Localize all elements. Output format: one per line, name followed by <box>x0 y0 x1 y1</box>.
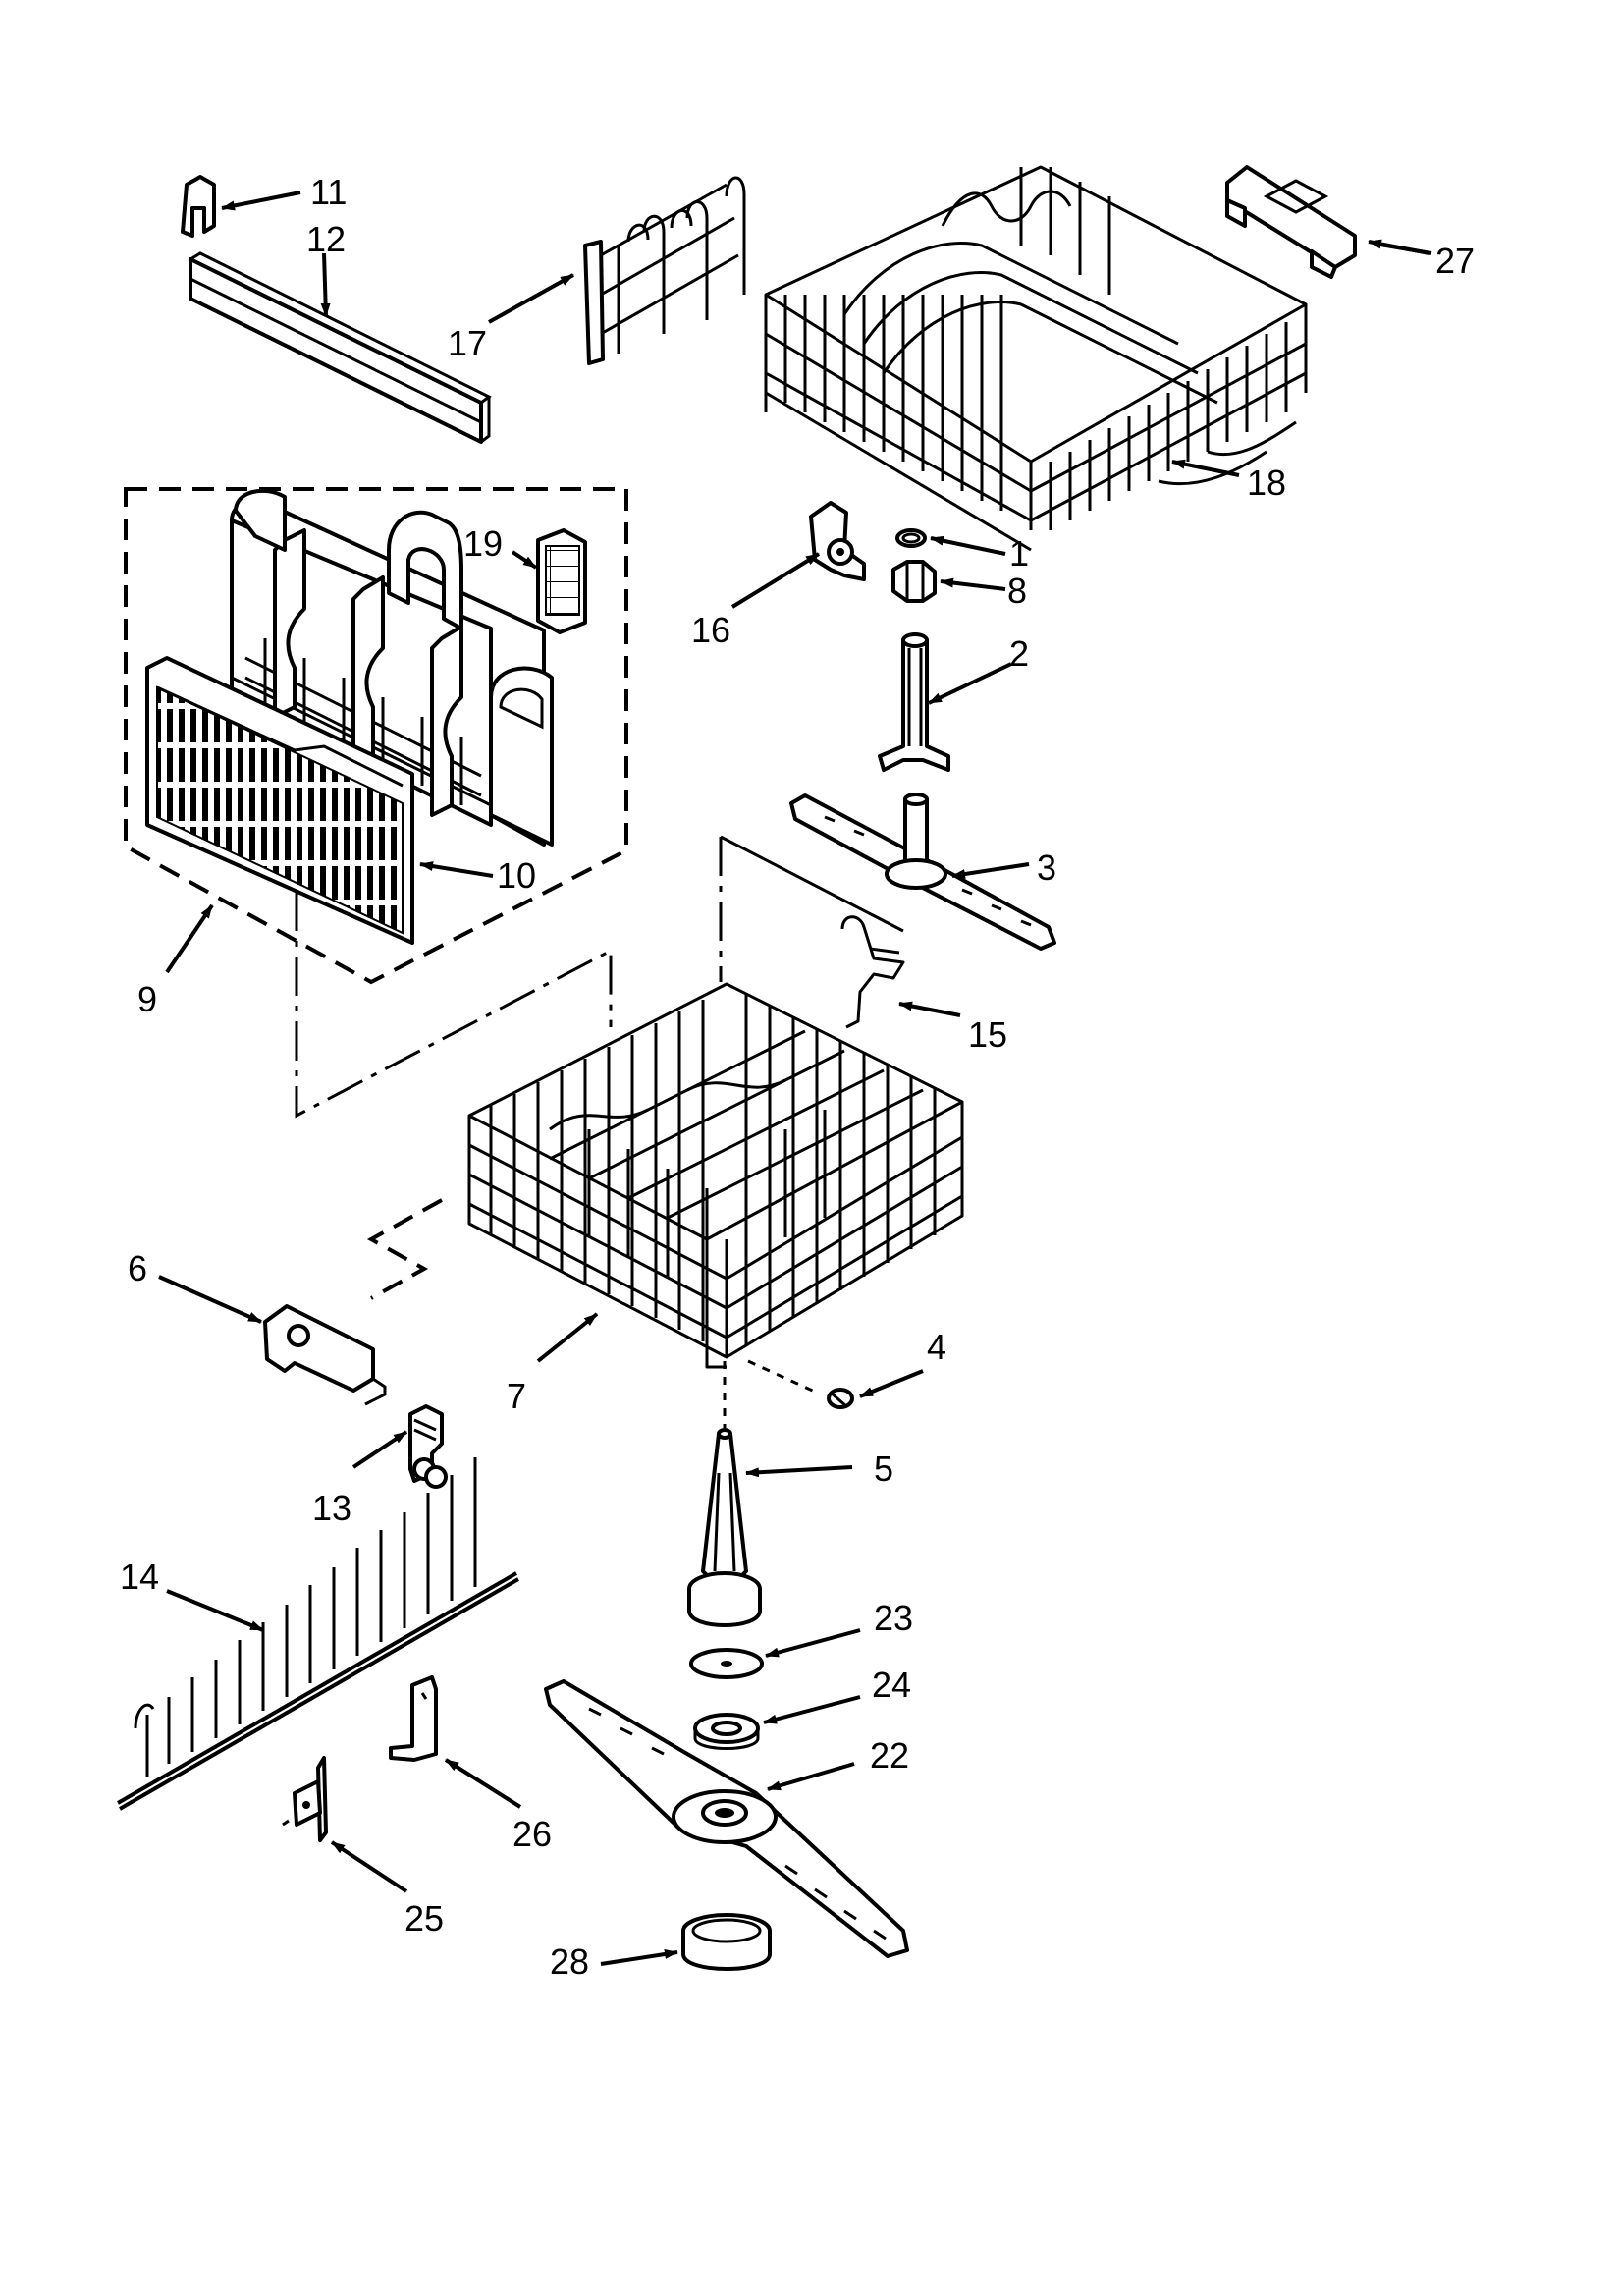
label-9: 9 <box>137 979 157 1019</box>
label-7: 7 <box>507 1376 526 1416</box>
label-4: 4 <box>927 1327 946 1367</box>
label-2: 2 <box>1009 633 1029 674</box>
part-17-tine-row <box>583 176 746 365</box>
label-13: 13 <box>312 1488 351 1528</box>
label-19: 19 <box>463 523 503 564</box>
label-1: 1 <box>1009 533 1029 574</box>
part-15-wire-clip <box>840 915 905 1029</box>
label-26: 26 <box>512 1814 552 1854</box>
part-9-silverware-basket-assembly <box>124 487 628 985</box>
part-8-nut <box>891 560 937 603</box>
part-13-roller <box>408 1404 448 1489</box>
part-2-feed-tube <box>878 632 950 772</box>
label-8: 8 <box>1007 571 1027 611</box>
part-3-upper-spray-arm <box>789 793 1056 951</box>
part-5-spray-manifold <box>687 1428 762 1627</box>
label-28: 28 <box>550 1941 589 1982</box>
label-24: 24 <box>872 1665 911 1705</box>
part-25-clip <box>282 1756 328 1842</box>
part-14-tine-strip <box>117 1457 519 1811</box>
part-22-lower-spray-arm <box>544 1679 909 1958</box>
part-28-filter-ring <box>681 1913 772 1971</box>
part-4-cap <box>827 1388 854 1409</box>
label-16: 16 <box>691 610 730 650</box>
part-12-rail <box>189 251 492 444</box>
part-7-lower-rack <box>467 982 964 1369</box>
label-14: 14 <box>120 1557 159 1597</box>
label-12: 12 <box>306 219 346 259</box>
part-23-washer <box>689 1648 764 1679</box>
label-6: 6 <box>128 1248 147 1288</box>
part-4-guide-line <box>747 1359 818 1394</box>
part-19-basket-lid <box>536 528 587 634</box>
part-6-wheel-bracket <box>263 1304 387 1406</box>
label-3: 3 <box>1037 847 1056 888</box>
assembly-guide-lines <box>295 835 904 1300</box>
part-24-bearing-ring <box>693 1713 760 1750</box>
part-1-o-ring <box>895 528 927 548</box>
part-16-bracket <box>809 501 866 581</box>
label-18: 18 <box>1247 463 1286 503</box>
label-5: 5 <box>874 1449 893 1489</box>
label-11: 11 <box>310 172 347 212</box>
part-27-rack-stop <box>1225 165 1357 279</box>
part-number-labels: 11 12 17 27 18 19 1 8 16 2 3 10 9 15 6 7… <box>120 172 1475 1982</box>
part-26-clip <box>389 1675 438 1762</box>
part-11-clip <box>181 175 216 238</box>
label-22: 22 <box>870 1735 909 1776</box>
label-15: 15 <box>968 1014 1007 1055</box>
label-25: 25 <box>404 1898 444 1939</box>
part-18-upper-rack <box>764 165 1308 552</box>
label-10: 10 <box>497 855 536 896</box>
label-23: 23 <box>874 1598 913 1638</box>
leader-lines <box>158 191 1432 1966</box>
label-17: 17 <box>448 323 487 363</box>
label-27: 27 <box>1435 241 1475 281</box>
